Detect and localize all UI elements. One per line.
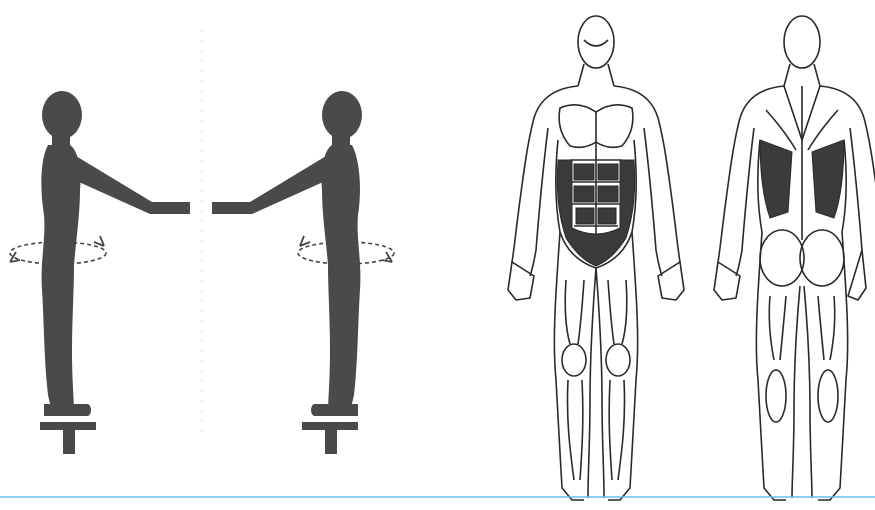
left-person-silhouette [40, 91, 190, 454]
right-person-silhouette [212, 91, 362, 454]
back-anatomy-figure [714, 16, 875, 500]
